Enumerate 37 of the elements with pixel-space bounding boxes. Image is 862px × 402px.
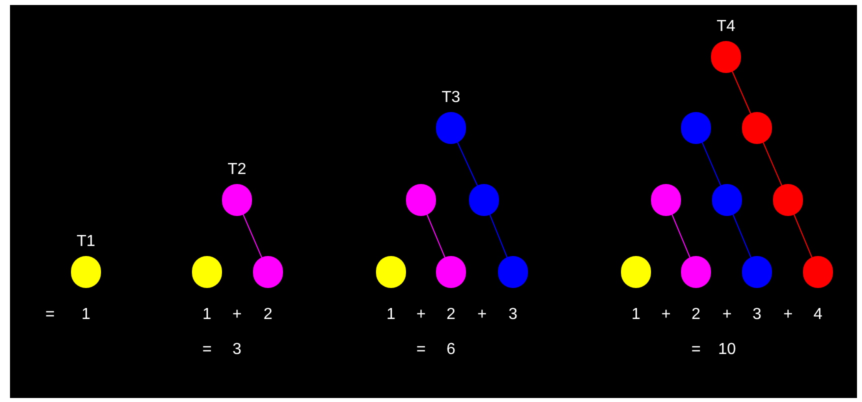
connector-line xyxy=(732,71,752,114)
math-text: = xyxy=(44,307,56,323)
node-label: T4 xyxy=(716,19,736,35)
connector-line xyxy=(794,214,812,258)
math-text: + xyxy=(782,307,794,323)
math-text: = xyxy=(415,342,427,358)
math-text: 1 xyxy=(386,307,396,323)
connector-line xyxy=(672,214,690,258)
connector-line xyxy=(457,142,478,186)
math-text: + xyxy=(476,307,488,323)
node-label: T1 xyxy=(76,234,96,250)
connector-line xyxy=(489,214,508,258)
node-label: T3 xyxy=(440,90,462,106)
math-text: 1 xyxy=(202,307,212,323)
math-text: + xyxy=(721,307,733,323)
math-text: = xyxy=(690,342,702,358)
math-text: 3 xyxy=(752,307,762,323)
connector-line xyxy=(242,214,262,258)
math-text: 10 xyxy=(717,342,737,358)
math-text: 1 xyxy=(80,307,92,323)
math-text: = xyxy=(201,342,213,358)
math-text: 3 xyxy=(232,342,242,358)
math-text: + xyxy=(415,307,427,323)
math-text: 6 xyxy=(446,342,456,358)
math-text: 1 xyxy=(630,307,642,323)
math-text: 3 xyxy=(508,307,518,323)
node-label: T2 xyxy=(226,162,248,178)
math-text: 2 xyxy=(446,307,456,323)
math-text: + xyxy=(231,307,243,323)
math-text: 4 xyxy=(812,307,824,323)
connector-line xyxy=(426,214,446,258)
connector-line xyxy=(762,142,782,186)
math-text: 2 xyxy=(262,307,274,323)
connector-line xyxy=(702,142,722,186)
connector-line xyxy=(732,214,752,258)
math-text: + xyxy=(660,307,672,323)
math-text: 2 xyxy=(690,307,702,323)
